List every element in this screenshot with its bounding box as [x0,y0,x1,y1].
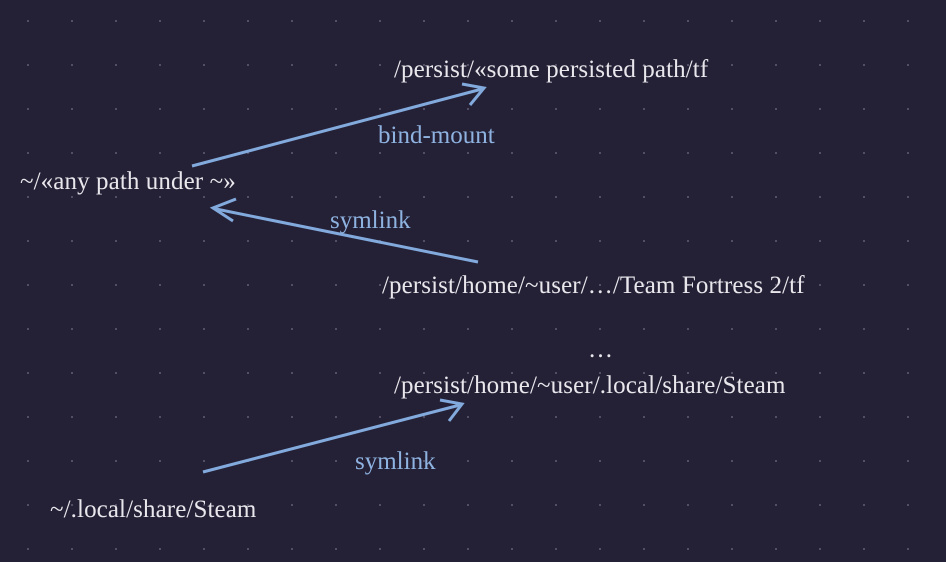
node-home-any-path: ~/«any path under ~» [20,168,236,195]
node-persisted-path-tf: /persist/«some persisted path/tf [394,56,709,83]
edge-label-symlink-steam: symlink [355,448,436,475]
node-persist-home-steam: /persist/home/~user/.local/share/Steam [394,372,786,399]
ellipsis-separator: … [588,336,614,363]
edge-label-symlink-tf: symlink [330,207,411,234]
edge-label-bind-mount: bind-mount [378,122,495,149]
node-home-local-steam: ~/.local/share/Steam [50,496,257,523]
node-persist-home-tf: /persist/home/~user/…/Team Fortress 2/tf [382,272,805,299]
